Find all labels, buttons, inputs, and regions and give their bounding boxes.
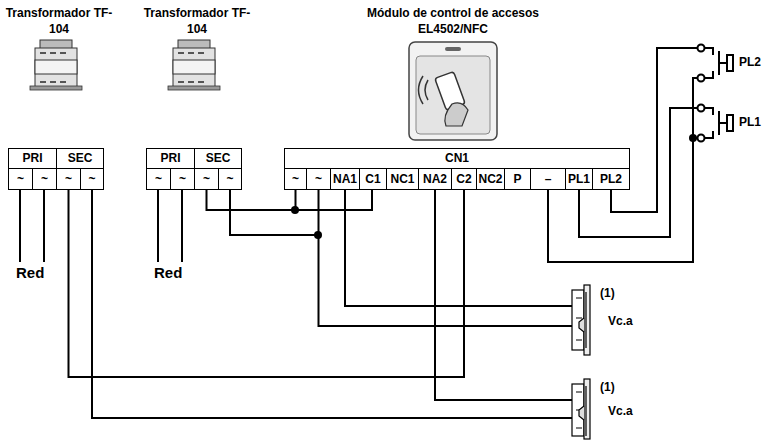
device-title: Transformador TF-104 [4, 5, 114, 37]
terminal-cell: ~ [56, 168, 81, 190]
terminal-cell: ~ [32, 168, 57, 190]
terminal-cell: PL2 [592, 168, 630, 190]
terminal-cell: ~ [80, 168, 104, 190]
module-icon [409, 42, 497, 140]
terminal-cell: NA1 [330, 168, 360, 190]
access-control-module: Módulo de control de accesos EL4502/NFC C… [284, 5, 630, 190]
terminal-cell: ~ [8, 168, 33, 190]
terminal-cell: PL1 [565, 168, 593, 190]
mains-wire [20, 190, 182, 262]
terminal-cell: P [504, 168, 531, 190]
transformer: Transformador TF-104PRISEC~~~~ [8, 5, 104, 190]
terminal-cell: NC1 [386, 168, 419, 190]
wire [345, 190, 572, 306]
wire [579, 108, 697, 237]
wire [230, 190, 572, 326]
voltage-label: Vc.a [608, 404, 633, 418]
terminal-group: SEC [56, 148, 104, 169]
wire [92, 190, 572, 418]
push-button: PL1 [697, 98, 769, 148]
device-title: Módulo de control de accesos EL4502/NFC [353, 5, 553, 37]
wire [548, 78, 697, 262]
transformer-icon [30, 40, 82, 90]
transformer: Transformador TF-104PRISEC~~~~ [146, 5, 242, 190]
terminal-cell: – [530, 168, 566, 190]
electric-strike: (1) Vc.a [572, 382, 652, 440]
callout-number: (1) [600, 286, 615, 300]
button-name: PL2 [739, 55, 761, 69]
device-title: Transformador TF-104 [142, 5, 252, 37]
terminal-cell: ~ [218, 168, 242, 190]
wire [230, 190, 319, 235]
connector-name: CN1 [284, 148, 630, 169]
terminal-group: PRI [146, 148, 195, 169]
electric-strike [572, 285, 590, 355]
wire [435, 190, 572, 400]
terminal-cell: ~ [170, 168, 195, 190]
junction-dot [689, 134, 697, 142]
junction-dot [291, 206, 299, 214]
terminal-cell: ~ [306, 168, 331, 190]
terminal-group: SEC [194, 148, 242, 169]
terminal-cell: NC2 [476, 168, 505, 190]
push-button-symbol [698, 105, 734, 142]
terminal-cell: C1 [359, 168, 387, 190]
push-button-symbol [698, 45, 734, 82]
terminal-cell: ~ [146, 168, 171, 190]
terminal-cell: ~ [284, 168, 307, 190]
button-name: PL1 [739, 115, 761, 129]
terminal-cell: NA2 [418, 168, 452, 190]
connector-group [69, 48, 698, 418]
electric-strike: (1) Vc.a [572, 288, 652, 354]
voltage-label: Vc.a [608, 314, 633, 328]
wire [207, 190, 296, 210]
terminal-cell: ~ [194, 168, 219, 190]
junction-dot [314, 231, 322, 239]
terminal-group: PRI [8, 148, 57, 169]
callout-number: (1) [600, 380, 615, 394]
mains-label: Red [16, 264, 44, 281]
mains-label: Red [154, 264, 182, 281]
wire [69, 190, 465, 377]
terminal-cell: C2 [451, 168, 477, 190]
transformer-icon [168, 40, 220, 90]
electric-strike [572, 379, 590, 439]
push-button: PL2 [697, 38, 769, 88]
bridge-wire [295, 190, 372, 210]
